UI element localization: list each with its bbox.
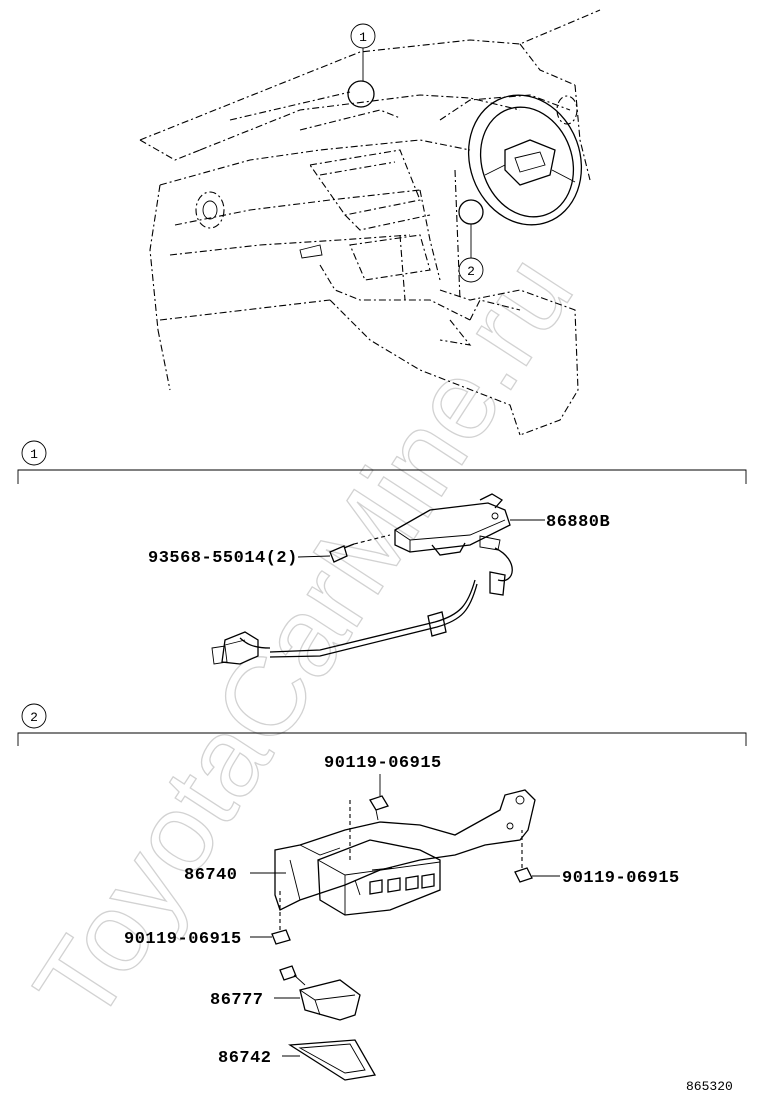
label-90119-06915-right[interactable]: 90119-06915 [562, 869, 680, 888]
figure-id: 865320 [686, 1079, 733, 1094]
bracket [274, 789, 536, 911]
label-90119-06915-left[interactable]: 90119-06915 [124, 930, 242, 949]
bolt-90119-top[interactable] [349, 774, 389, 860]
section-index: 1 [30, 447, 38, 462]
wire-harness [211, 547, 513, 665]
overview-callout-1[interactable]: 1 [347, 23, 376, 108]
section-2: 2 [17, 703, 747, 1081]
label-90119-06915-top[interactable]: 90119-06915 [324, 754, 442, 773]
callout-number: 2 [467, 264, 475, 279]
ecu-86740[interactable] [317, 839, 441, 916]
dashboard-illustration [139, 9, 601, 436]
bolt-90119-left[interactable] [250, 890, 291, 945]
module-86777[interactable] [274, 965, 361, 1021]
label-93568-55014[interactable]: 93568-55014(2) [148, 549, 298, 568]
overview-callout-2[interactable]: 2 [458, 199, 484, 283]
bolt-93568[interactable] [329, 534, 391, 563]
section-1: 1 8688 [17, 440, 747, 665]
pad-86742[interactable] [282, 1039, 377, 1081]
label-86742[interactable]: 86742 [218, 1049, 272, 1068]
section-index: 2 [30, 710, 38, 725]
label-86880b[interactable]: 86880B [546, 513, 610, 532]
label-86740[interactable]: 86740 [184, 866, 238, 885]
bolt-90119-right[interactable] [514, 830, 560, 883]
label-86777[interactable]: 86777 [210, 991, 264, 1010]
watermark: ToyotaCarMine.ru [10, 234, 596, 1043]
callout-number: 1 [359, 30, 367, 45]
